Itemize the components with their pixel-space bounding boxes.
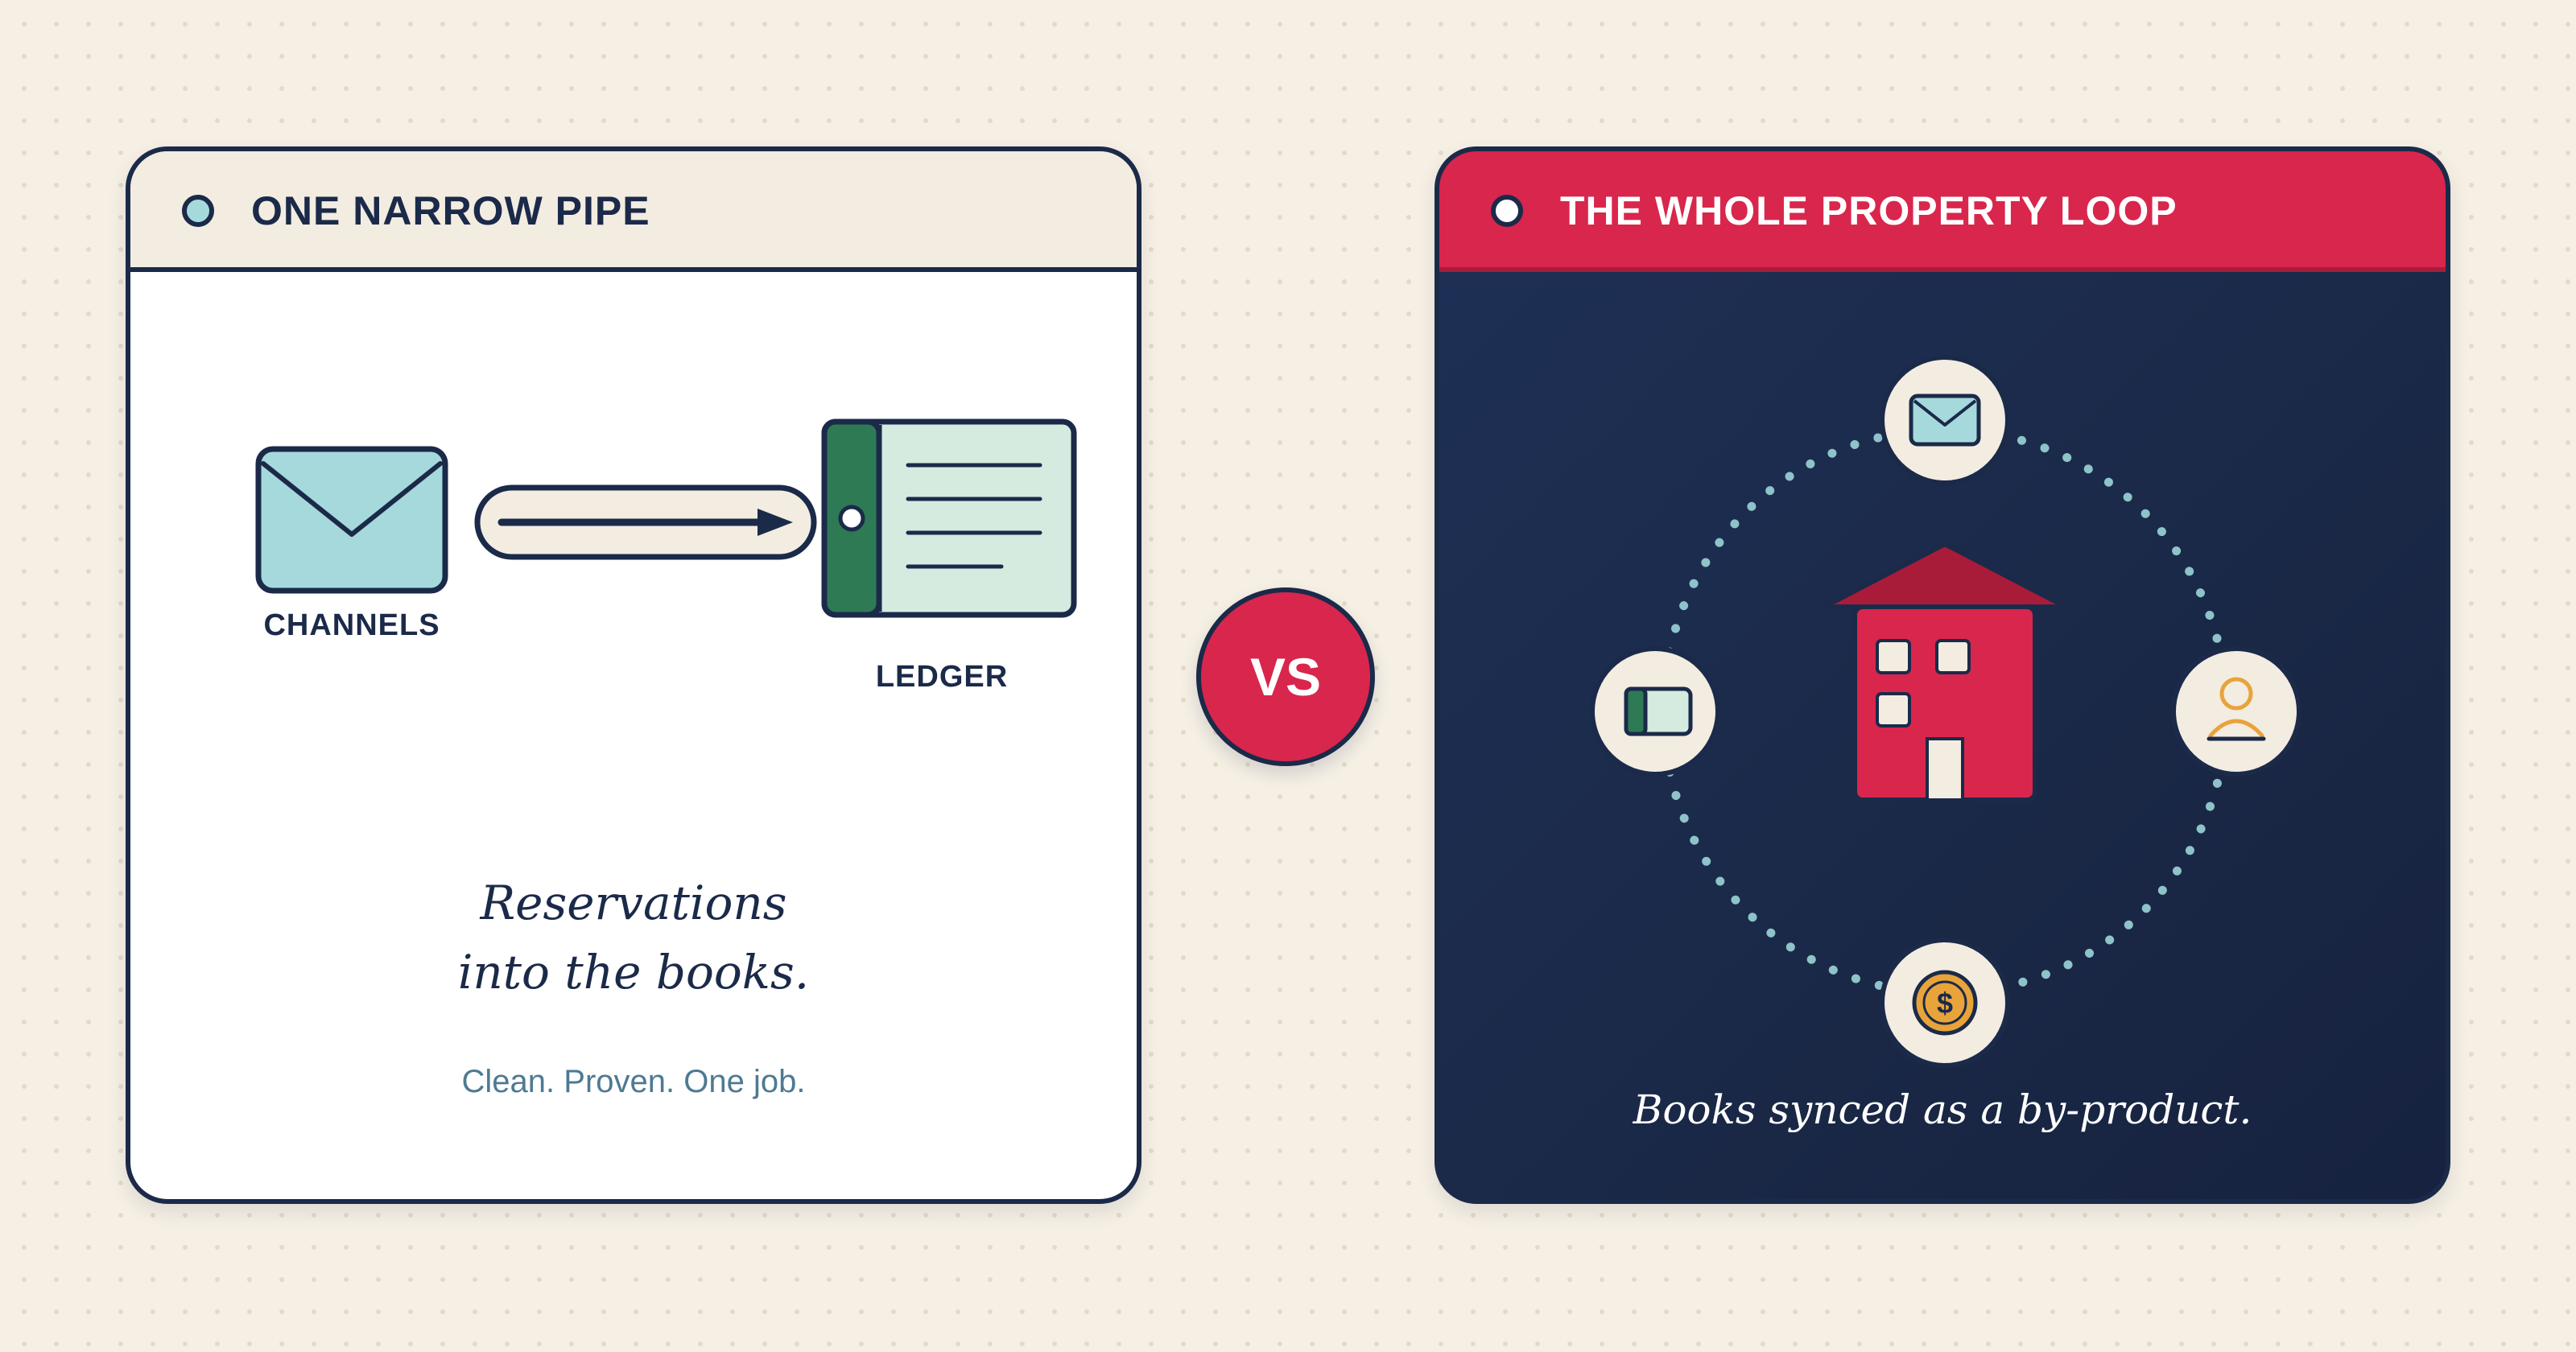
loop-caption: Books synced as a by-product.	[1633, 1086, 2252, 1133]
vs-label: VS	[1249, 647, 1322, 707]
pipe-arrow-icon	[474, 484, 817, 560]
ledger-icon	[821, 418, 1077, 618]
right-panel: THE WHOLE PROPERTY LOOP	[1435, 146, 2450, 1204]
channels-label: CHANNELS	[263, 608, 440, 642]
envelope-icon	[255, 446, 448, 594]
orbit-node-person	[2171, 646, 2301, 777]
tagline: Clean. Proven. One job.	[461, 1064, 806, 1099]
vs-badge: VS	[1196, 587, 1375, 766]
header-dot-icon	[1491, 195, 1523, 227]
envelope-icon	[1909, 394, 1981, 447]
ledger-label: LEDGER	[875, 660, 1009, 694]
house-icon	[1822, 542, 2068, 802]
header-dot-icon	[182, 195, 214, 227]
person-icon	[2207, 677, 2266, 741]
orbit-node-dollar: $	[1880, 938, 2010, 1068]
dollar-symbol: $	[1937, 987, 1953, 1020]
left-panel: ONE NARROW PIPE CHANNELS LEDGER Reservat…	[126, 146, 1141, 1204]
headline-line-1: Reservations	[480, 876, 787, 930]
left-panel-header: ONE NARROW PIPE	[130, 151, 1137, 272]
dollar-coin-icon: $	[1912, 970, 1978, 1036]
right-panel-title: THE WHOLE PROPERTY LOOP	[1560, 188, 2178, 233]
right-panel-header: THE WHOLE PROPERTY LOOP	[1439, 151, 2446, 272]
ledger-icon	[1624, 686, 1693, 736]
headline-line-2: into the books.	[457, 945, 810, 1000]
orbit-node-envelope	[1880, 355, 2010, 485]
orbit-node-ledger	[1590, 646, 1720, 777]
left-panel-title: ONE NARROW PIPE	[251, 188, 650, 233]
property-loop-diagram: $	[1590, 355, 2301, 1068]
